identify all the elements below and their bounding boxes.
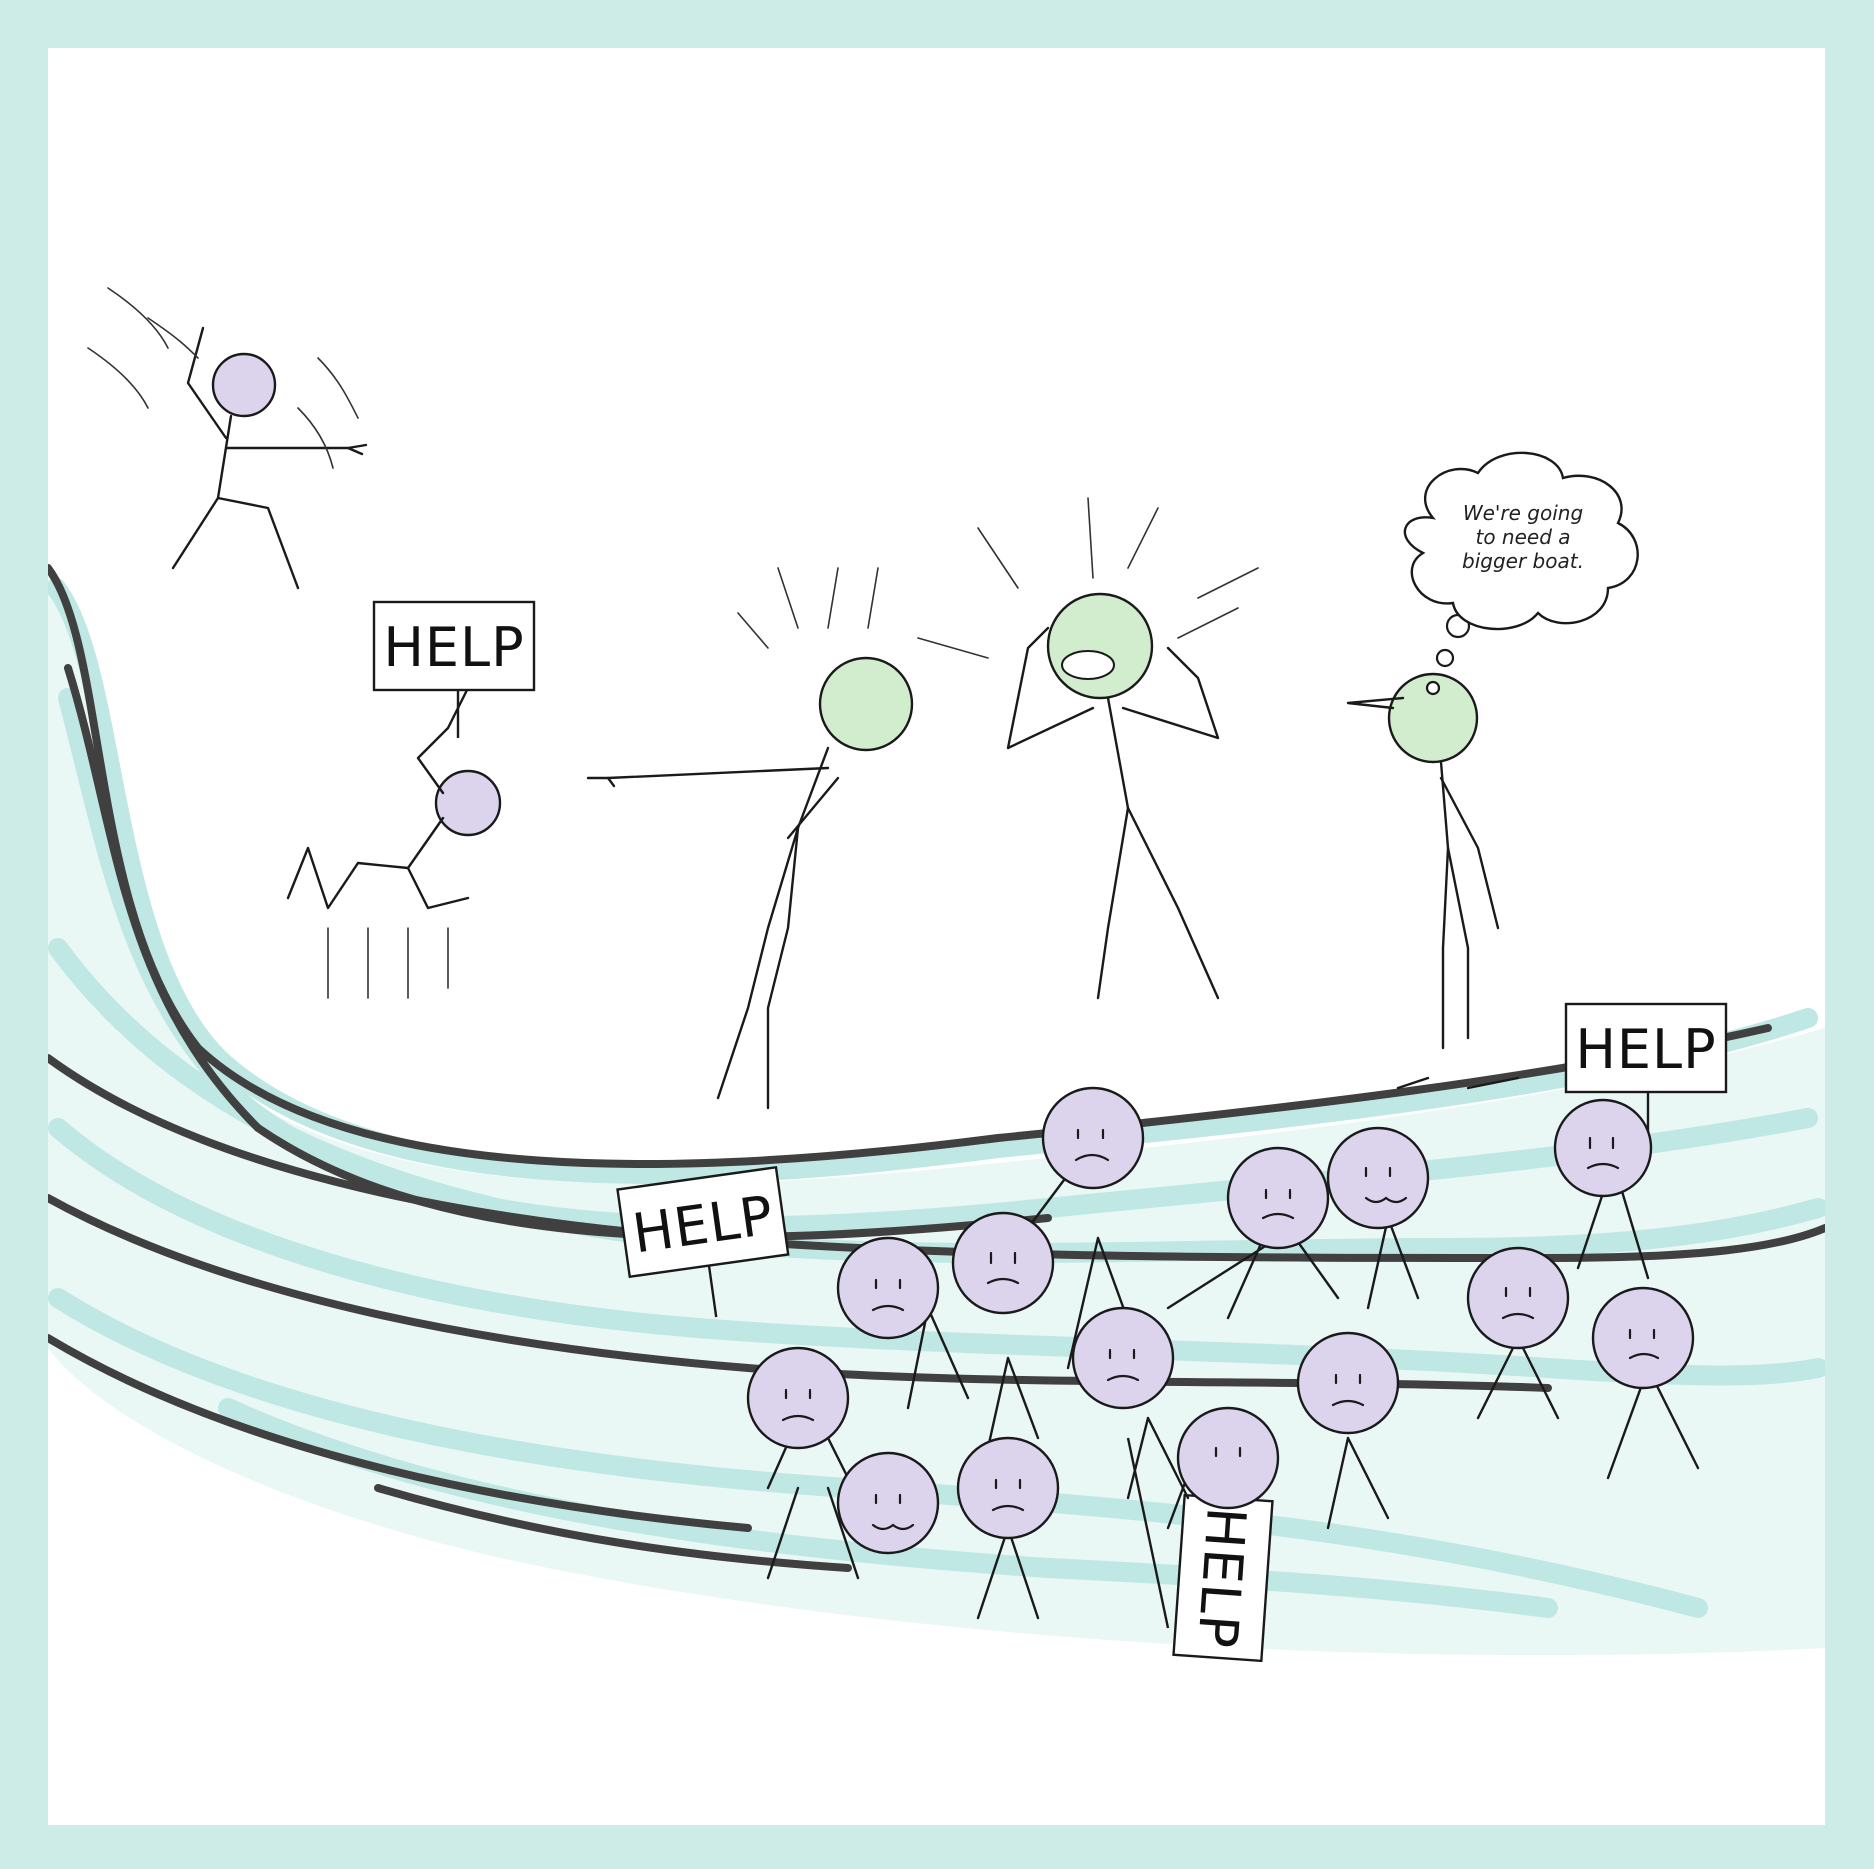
help-sign: HELP bbox=[616, 1165, 790, 1318]
sign-text: HELP bbox=[383, 616, 524, 679]
sign-text: HELP bbox=[1575, 1018, 1716, 1081]
thought-bubble-cloud bbox=[1403, 451, 1639, 631]
head-panic bbox=[1226, 1146, 1330, 1250]
help-sign: HELP bbox=[1172, 1493, 1274, 1663]
head-calm bbox=[1387, 672, 1479, 764]
sign-text: HELP bbox=[1185, 1505, 1258, 1650]
head-calm bbox=[1046, 592, 1154, 700]
head-panic bbox=[1326, 1126, 1430, 1230]
head-panic bbox=[1071, 1306, 1175, 1410]
thought-line-3: bigger boat. bbox=[1462, 549, 1584, 573]
head-panic bbox=[1553, 1098, 1653, 1198]
crowd-heads bbox=[746, 1086, 1695, 1555]
thought-line-1: We're going bbox=[1463, 501, 1583, 525]
stick-figure-pointing bbox=[586, 567, 914, 1110]
head-panic bbox=[1296, 1331, 1400, 1435]
stick-figure-jumping: HELP bbox=[286, 600, 536, 999]
head-panic bbox=[836, 1451, 940, 1555]
head-panic bbox=[746, 1346, 850, 1450]
help-sign: HELP bbox=[1564, 1002, 1728, 1138]
head-panic bbox=[836, 1236, 940, 1340]
help-sign: HELP bbox=[372, 600, 536, 738]
head-panic bbox=[951, 1211, 1055, 1315]
thought-bubble: We're going to need a bigger boat. bbox=[1403, 451, 1639, 696]
head-panic bbox=[1591, 1286, 1695, 1390]
head-panic bbox=[434, 769, 502, 837]
stick-figure-flying bbox=[87, 287, 368, 590]
head-calm bbox=[818, 656, 914, 752]
head-panic bbox=[1466, 1246, 1570, 1350]
head-panic bbox=[956, 1436, 1060, 1540]
stick-figure-shocked bbox=[917, 497, 1259, 1000]
illustration-canvas: HELP We're going to need a bbox=[48, 48, 1825, 1825]
thought-line-2: to need a bbox=[1475, 525, 1570, 549]
crowd bbox=[746, 1086, 1700, 1620]
stick-figure-thinking bbox=[1346, 672, 1520, 1090]
head-panic bbox=[1176, 1406, 1280, 1510]
cartoon-scene: HELP We're going to need a bbox=[48, 287, 1825, 1663]
head-panic bbox=[1041, 1086, 1145, 1190]
head-panic bbox=[211, 352, 277, 418]
crowd-faces bbox=[781, 1128, 1660, 1531]
